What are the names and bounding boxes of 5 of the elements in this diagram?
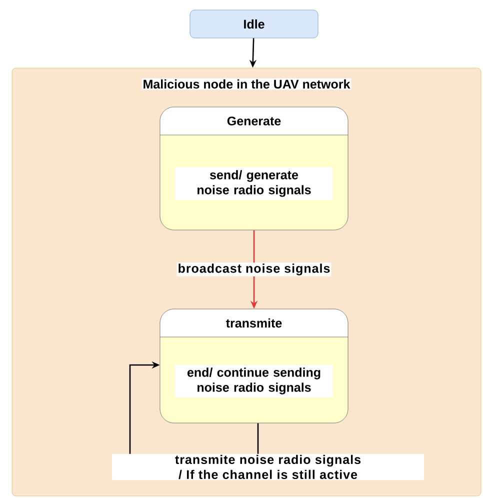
edge-label: transmite noise radio signals / If the channel is still active xyxy=(112,454,424,480)
state-box: Generate send/ generate noise radio signals xyxy=(160,106,348,230)
state-box: transmite end/ continue sending noise radio signals xyxy=(160,308,348,424)
state-box: Idle xyxy=(190,10,318,38)
edge-label: broadcast noise signals xyxy=(176,262,332,276)
